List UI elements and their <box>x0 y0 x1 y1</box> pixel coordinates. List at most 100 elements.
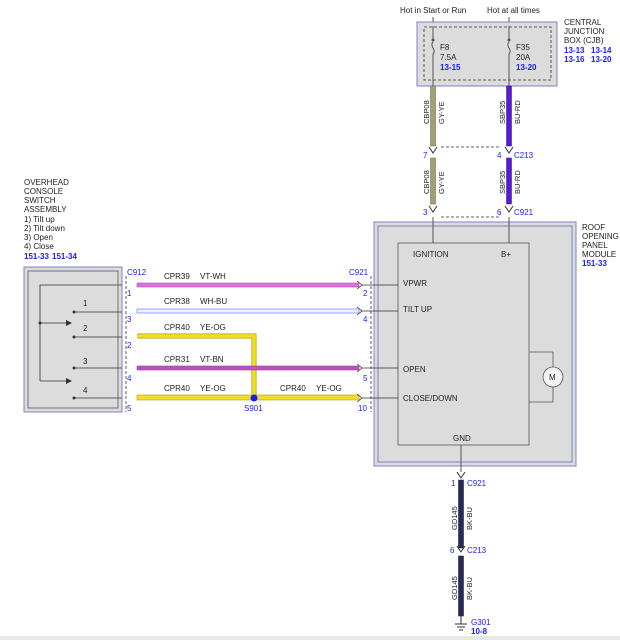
c213-gnd-chevron-icon <box>456 545 466 553</box>
c921-gnd-label[interactable]: C921 <box>467 479 487 488</box>
cjb-ref-1313[interactable]: 13-13 <box>564 46 585 55</box>
switch-box-outer <box>23 266 123 413</box>
wire-cpr40-b-circuit: CPR40 <box>164 384 190 393</box>
module-title-4: MODULE <box>582 250 616 259</box>
wire-cpr40-branch <box>137 334 256 397</box>
c213-gnd-label[interactable]: C213 <box>467 546 487 555</box>
wire-cpr39-pin-left: 1 <box>127 289 132 298</box>
wire-cpr39 <box>136 282 360 288</box>
wire-gd145-upper <box>458 479 464 549</box>
pin-tiltup: TILT UP <box>403 305 432 314</box>
bottom-strip <box>0 636 620 640</box>
module-title-3: PANEL <box>582 241 608 250</box>
pin-ignition: IGNITION <box>413 250 449 259</box>
switch-func-3: 3) Open <box>24 233 53 242</box>
cjb-ref-1316[interactable]: 13-16 <box>564 55 585 64</box>
c921-left-label[interactable]: C921 <box>349 268 369 277</box>
c921-top-label[interactable]: C921 <box>514 208 534 217</box>
rop-module-outer-inset <box>377 225 573 463</box>
wire-gd145-lower-color: BK-BU <box>465 577 474 600</box>
splice-s901-label[interactable]: S901 <box>244 404 263 413</box>
splice-wire-circuit: CPR40 <box>280 384 306 393</box>
wire-gd145-lower-circuit: GD145 <box>450 576 459 600</box>
pin-open: OPEN <box>403 365 426 374</box>
wire-cpr31 <box>136 365 360 371</box>
wire-cpr39-pin-right: 2 <box>363 289 368 298</box>
pin-vpwr: VPWR <box>403 279 427 288</box>
fuse-f35-rating: 20A <box>516 53 531 62</box>
wire-cpr40-b-pin-left: 5 <box>127 404 132 413</box>
pin-bplus: B+ <box>501 250 511 259</box>
fuse-f8-name: F8 <box>440 43 450 52</box>
wire-cpr40-b-color: YE-OG <box>200 384 226 393</box>
fuse-f8-ref[interactable]: 13-15 <box>440 63 461 72</box>
wire-gd145-upper-color: BK-BU <box>465 507 474 530</box>
switch-num-1: 1 <box>83 299 88 308</box>
wire-cbp08-lower <box>430 157 436 205</box>
wire-cpr39-color: VT-WH <box>200 272 226 281</box>
wire-sbp35-upper-circuit: SBP35 <box>498 101 507 124</box>
motor-label: M <box>549 373 556 382</box>
rop-module-inner <box>397 242 530 446</box>
power-label-all-times: Hot at all times <box>487 6 540 15</box>
wire-cpr31-pin-left: 4 <box>127 374 132 383</box>
switch-title-4: ASSEMBLY <box>24 205 67 214</box>
fuse-f8-icon <box>431 41 435 55</box>
c921-top-pin-6: 6 <box>497 208 502 217</box>
switch-box-inner <box>27 270 119 409</box>
module-ref[interactable]: 151-33 <box>582 259 607 268</box>
c912-label[interactable]: C912 <box>127 268 147 277</box>
switch-contact-3 <box>72 366 76 370</box>
cjb-title-3: BOX (CJB) <box>564 36 604 45</box>
wire-cbp08-lower-circuit: CBP08 <box>422 170 431 194</box>
wire-cpr39-circuit: CPR39 <box>164 272 190 281</box>
switch-ref-15133[interactable]: 151-33 <box>24 252 49 261</box>
switch-func-2: 2) Tilt down <box>24 224 65 233</box>
fuse-f35-name: F35 <box>516 43 530 52</box>
module-title-2: OPENING <box>582 232 619 241</box>
switch-contact-4 <box>72 396 76 400</box>
switch-func-4: 4) Close <box>24 242 54 251</box>
wire-cpr31-pin-right: 5 <box>363 374 368 383</box>
wire-cpr40-a-circuit: CPR40 <box>164 323 190 332</box>
c213-top-label[interactable]: C213 <box>514 151 534 160</box>
wire-cpr40-a-color: YE-OG <box>200 323 226 332</box>
ground-name[interactable]: G301 <box>471 618 491 627</box>
pin-gnd: GND <box>453 434 471 443</box>
wire-cpr31-circuit: CPR31 <box>164 355 190 364</box>
wire-cpr40-main <box>136 394 360 401</box>
wire-sbp35-upper <box>506 85 512 147</box>
wire-gd145-upper-circuit: GD145 <box>450 506 459 530</box>
switch-func-1: 1) Tilt up <box>24 215 55 224</box>
cjb-ref-1314[interactable]: 13-14 <box>591 46 612 55</box>
c921-top-pin-3: 3 <box>423 208 428 217</box>
fuse-f35-ref[interactable]: 13-20 <box>516 63 537 72</box>
fuse-f8-rating: 7.5A <box>440 53 457 62</box>
switch-contact-1 <box>72 310 76 314</box>
c213-gnd-pin: 6 <box>450 546 455 555</box>
switch-ref-15134[interactable]: 151-34 <box>52 252 77 261</box>
switch-title-2: CONSOLE <box>24 187 63 196</box>
c213-left-chevron-icon <box>428 146 438 154</box>
wire-cpr40-a-pin-left: 2 <box>127 341 132 350</box>
wire-cpr38-color: WH-BU <box>200 297 227 306</box>
wire-sbp35-lower <box>506 157 512 205</box>
wire-gd145-lower <box>458 555 464 617</box>
switch-title-1: OVERHEAD <box>24 178 69 187</box>
cjb-box <box>416 21 558 87</box>
wire-sbp35-lower-circuit: SBP35 <box>498 171 507 194</box>
power-label-start-run: Hot in Start or Run <box>400 6 466 15</box>
c921-right-chevron-icon <box>504 205 514 213</box>
cjb-ref-1320[interactable]: 13-20 <box>591 55 612 64</box>
c921-gnd-pin: 1 <box>451 479 456 488</box>
switch-contact-2 <box>72 335 76 339</box>
wire-cpr38-pin-right: 4 <box>363 315 368 324</box>
fuse-f35-icon <box>507 41 511 55</box>
ground-ref[interactable]: 10-8 <box>471 627 488 636</box>
cjb-title-2: JUNCTION <box>564 27 605 36</box>
wire-cbp08-upper-color: GY-YE <box>437 101 446 124</box>
c921-left-chevron-icon <box>428 205 438 213</box>
wire-cbp08-lower-color: GY-YE <box>437 171 446 194</box>
